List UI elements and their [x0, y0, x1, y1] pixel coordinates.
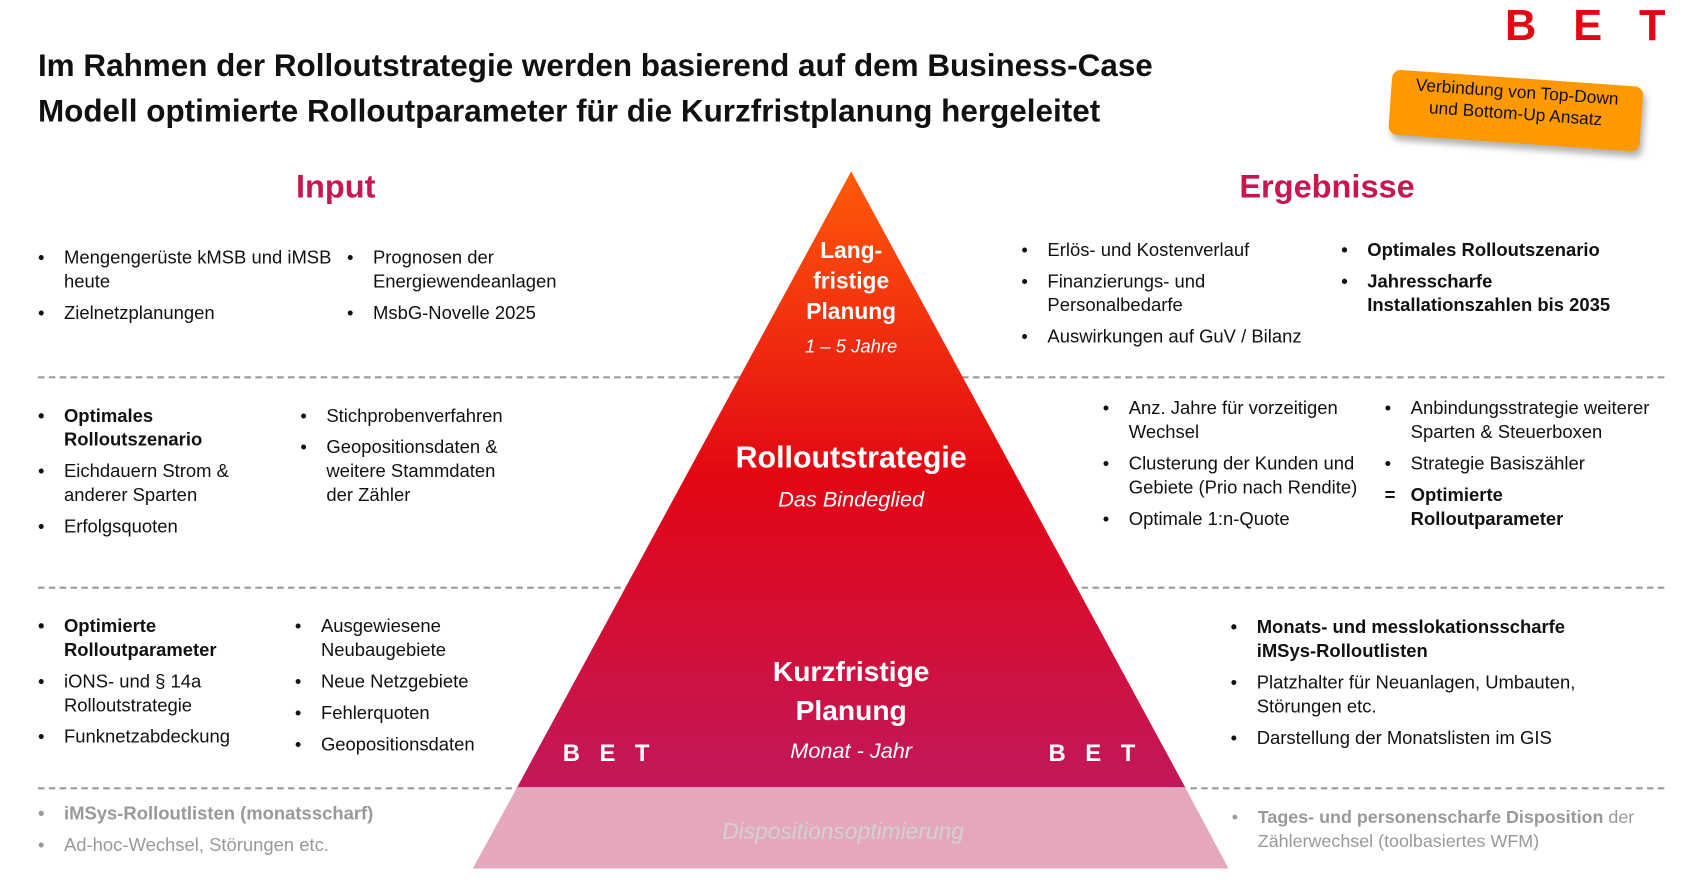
list-item: Erfolgsquoten	[38, 515, 266, 539]
long-term-line: Lang-	[820, 238, 883, 264]
list-item: Stichprobenverfahren	[300, 404, 528, 428]
list-item: Erlös- und Kostenverlauf	[1021, 239, 1325, 263]
short-term-line: Kurzfristige	[772, 654, 930, 688]
list-item: Strategie Basiszähler	[1385, 452, 1672, 476]
long-term-line: Planung	[806, 299, 897, 325]
list-item: Auswirkungen auf GuV / Bilanz	[1021, 325, 1325, 349]
list-item: iMSys-Rolloutlisten (monatsscharf)	[38, 802, 450, 826]
list-item: Optimierte Rolloutparameter	[1385, 484, 1574, 532]
long-result-list-a: Erlös- und Kostenverlauf Finanzierungs- …	[1021, 239, 1325, 357]
long-result-list-b: Optimales Rolloutszenario Jahresscharfe …	[1341, 239, 1655, 326]
list-item: Optimale 1:n-Quote	[1103, 507, 1369, 531]
title-line-1: Im Rahmen der Rolloutstrategie werden ba…	[37, 48, 1153, 84]
title-line-2: Modell optimierte Rolloutparameter für d…	[37, 94, 1101, 130]
short-term-sub: Monat - Jahr	[790, 739, 913, 764]
list-item: Geopositionsdaten	[295, 733, 512, 757]
bet-logo: BET	[1505, 2, 1697, 50]
list-item: Jahresscharfe Installationszahlen bis 20…	[1341, 270, 1655, 318]
list-item: Darstellung der Monatslisten im GIS	[1231, 726, 1589, 750]
short-result-list: Monats- und messlokationsscharfe iMSys-R…	[1231, 616, 1589, 758]
bet-logo-right: BET	[1048, 739, 1155, 767]
pyramid-base	[472, 787, 1229, 869]
list-item: iONS- und § 14a Rolloutstrategie	[38, 670, 227, 718]
results-heading: Ergebnisse	[1239, 169, 1415, 205]
short-input-list-a: Optimierte Rolloutparameter iONS- und § …	[38, 615, 255, 757]
short-term-line: Planung	[795, 693, 907, 727]
strategy-result-list-b: Anbindungsstrategie weiterer Sparten & S…	[1385, 397, 1672, 539]
dispo-result-rest: der Zählerwechsel (toolbasiertes WFM)	[1257, 807, 1635, 852]
list-item: Geopositionsdaten & weitere Stammdaten d…	[300, 436, 521, 508]
long-input-list-b: Prognosen der Energiewendeanlagen MsbG-N…	[347, 246, 586, 333]
list-item: Zielnetzplanungen	[38, 301, 342, 325]
strategy-result-list-a: Anz. Jahre für vorzeitigen Wechsel Clust…	[1103, 397, 1369, 539]
list-item: Optimales Rolloutszenario	[1341, 239, 1655, 263]
input-heading: Input	[296, 169, 376, 205]
list-item: Neue Netzgebiete	[295, 670, 512, 694]
list-item: Optimierte Rolloutparameter	[38, 615, 238, 663]
short-input-list-b: Ausgewiesene Neubaugebiete Neue Netzgebi…	[295, 615, 512, 765]
list-item: Ausgewiesene Neubaugebiete	[295, 615, 462, 663]
list-item: Fehlerquoten	[295, 702, 512, 726]
list-item: Tages- und personenscharfe Disposition d…	[1232, 806, 1666, 854]
list-item: Eichdauern Strom & anderer Sparten	[38, 460, 259, 508]
bet-logo-left: BET	[562, 739, 670, 767]
dispo-input-list: iMSys-Rolloutlisten (monatsscharf) Ad-ho…	[38, 802, 450, 865]
page-title: Im Rahmen der Rolloutstrategie werden ba…	[38, 43, 1153, 134]
long-input-list-a: Mengengerüste kMSB und iMSB heute Zielne…	[38, 246, 342, 333]
list-item: Ad-hoc-Wechsel, Störungen etc.	[38, 834, 450, 858]
list-item: Mengengerüste kMSB und iMSB heute	[38, 246, 342, 294]
list-item: Finanzierungs- und Personalbedarfe	[1021, 270, 1253, 318]
long-term-sub: 1 – 5 Jahre	[805, 336, 898, 357]
dispo-result-list: Tages- und personenscharfe Disposition d…	[1232, 806, 1666, 861]
list-item: Monats- und messlokationsscharfe iMSys-R…	[1231, 616, 1593, 664]
list-item: MsbG-Novelle 2025	[347, 301, 586, 325]
strategy-input-list-a: Optimales Rolloutszenario Eichdauern Str…	[38, 404, 266, 546]
list-item: Anbindungsstrategie weiterer Sparten & S…	[1385, 397, 1672, 445]
list-item: Platzhalter für Neuanlagen, Umbauten, St…	[1231, 671, 1593, 719]
list-item: Optimales Rolloutszenario	[38, 404, 216, 452]
long-term-line: fristige	[813, 268, 890, 294]
list-item: Clusterung der Kunden und Gebiete (Prio …	[1103, 452, 1369, 500]
strategy-sub: Das Bindeglied	[778, 487, 925, 512]
list-item: Anz. Jahre für vorzeitigen Wechsel	[1103, 397, 1369, 445]
strategy-title: Rolloutstrategie	[735, 440, 967, 474]
disposition-label: Dispositionsoptimierung	[722, 819, 964, 845]
list-item: Funknetzabdeckung	[38, 725, 255, 749]
strategy-input-list-b: Stichprobenverfahren Geopositionsdaten &…	[300, 404, 528, 515]
dispo-result-bold: Tages- und personenscharfe Disposition	[1257, 807, 1604, 828]
pyramid-triangle	[517, 171, 1186, 788]
short-term-label: Kurzfristige Planung Monat - Jahr	[689, 652, 1014, 773]
strategy-label: Rolloutstrategie Das Bindeglied	[689, 440, 1014, 513]
long-term-label: Lang- fristige Planung 1 – 5 Jahre	[775, 236, 927, 362]
list-item: Prognosen der Energiewendeanlagen	[347, 246, 586, 294]
